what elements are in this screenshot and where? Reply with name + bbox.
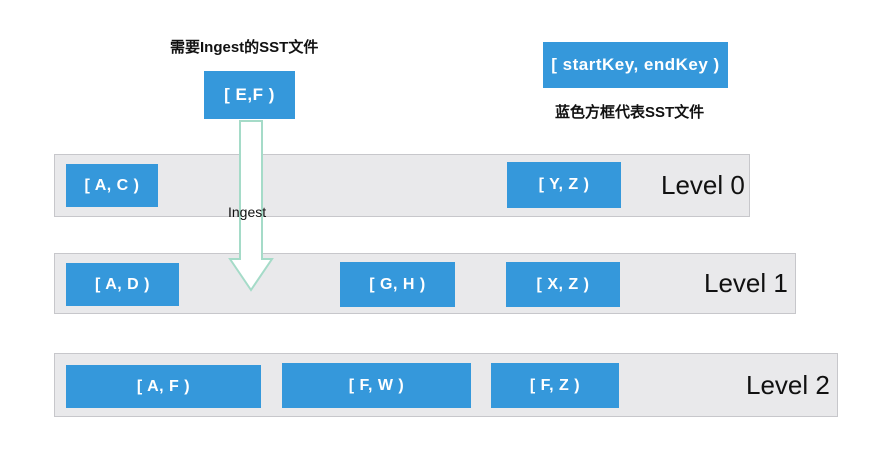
ingest-title: 需要Ingest的SST文件 <box>170 39 319 56</box>
sst-file-box: [ F, W ) <box>282 363 471 408</box>
sst-file-box: [ G, H ) <box>340 262 455 307</box>
level-0-bar: [ A, C ) [ Y, Z ) Level 0 <box>54 154 750 217</box>
sst-file-box: [ X, Z ) <box>506 262 620 307</box>
ingest-down-arrow-icon <box>228 120 274 292</box>
sst-file-box: [ A, F ) <box>66 365 261 408</box>
sst-file-box: [ A, D ) <box>66 263 179 306</box>
ingest-arrow-label: Ingest <box>228 204 267 220</box>
level-2-bar: [ A, F ) [ F, W ) [ F, Z ) Level 2 <box>54 353 838 417</box>
sst-file-box: [ F, Z ) <box>491 363 619 408</box>
sst-file-box: [ Y, Z ) <box>507 162 621 208</box>
ingest-sst-box: [ E,F ) <box>204 71 295 119</box>
level-0-label: Level 0 <box>661 170 745 200</box>
legend-caption: 蓝色方框代表SST文件 <box>555 104 705 121</box>
level-2-label: Level 2 <box>746 369 830 400</box>
level-1-label: Level 1 <box>704 268 788 298</box>
sst-file-box: [ A, C ) <box>66 164 158 207</box>
level-1-bar: [ A, D ) [ G, H ) [ X, Z ) Level 1 <box>54 253 796 314</box>
legend-sst-box: [ startKey, endKey ) <box>543 42 728 88</box>
